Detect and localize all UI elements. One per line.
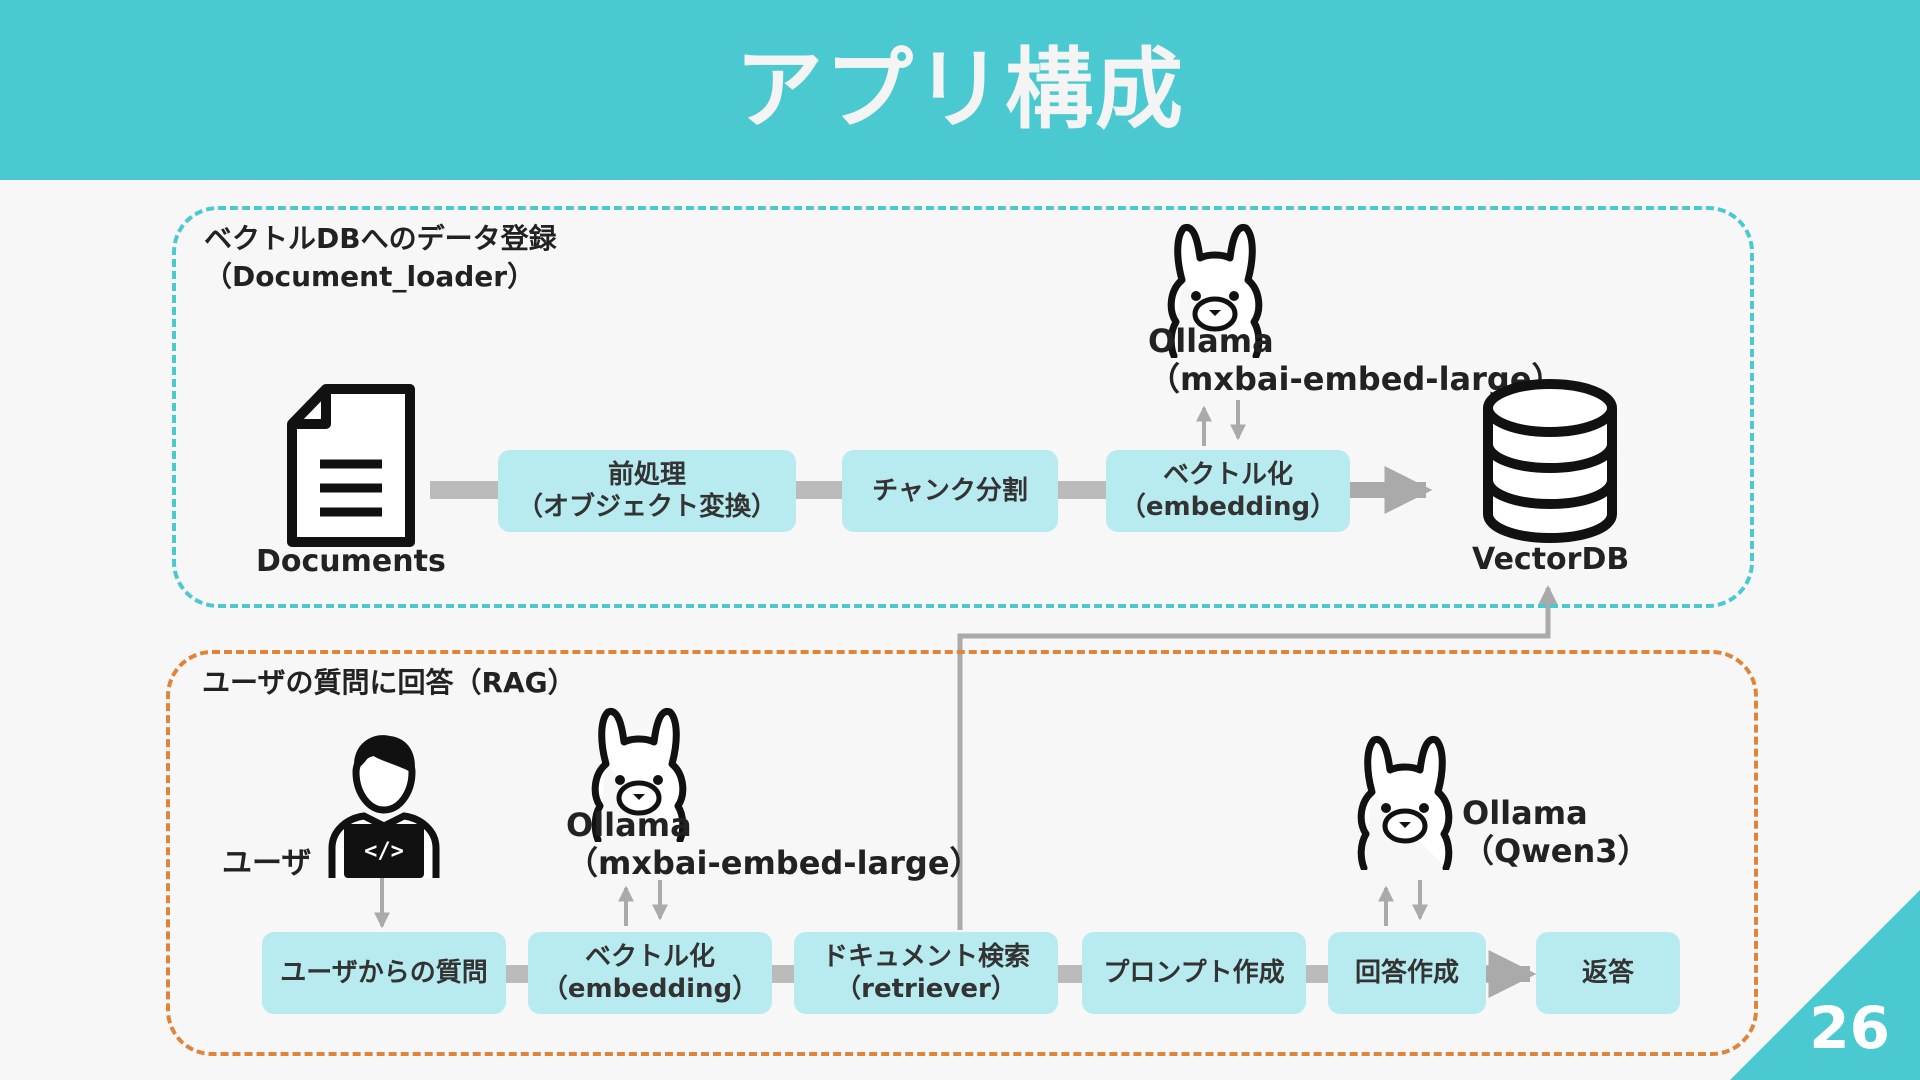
step-embedding: ベクトル化 （embedding） — [528, 932, 772, 1014]
section2-title: ユーザの質問に回答（RAG） — [202, 666, 576, 699]
section-rag-answer — [166, 650, 1758, 1056]
step-vectorize: ベクトル化 （embedding） — [1106, 450, 1350, 532]
llama-icon — [1160, 222, 1270, 358]
svg-text:</>: </> — [364, 839, 404, 864]
page-corner-triangle — [1730, 890, 1920, 1080]
llama-icon — [584, 706, 694, 842]
user-label: ユーザ — [222, 846, 312, 881]
step-prompt-creation: プロンプト作成 — [1082, 932, 1306, 1014]
ollama-embed-label-2: Ollama （mxbai-embed-large） — [566, 806, 982, 882]
ollama-qwen-label: Ollama （Qwen3） — [1462, 794, 1650, 870]
document-icon — [286, 384, 416, 548]
vectordb-label: VectorDB — [1472, 542, 1630, 577]
ollama-embed-label-1: Ollama （mxbai-embed-large） — [1148, 322, 1564, 398]
step-answer-generation: 回答作成 — [1328, 932, 1486, 1014]
llama-icon — [1350, 734, 1460, 870]
slide-title: アプリ構成 — [734, 38, 1185, 141]
page-number: 26 — [1809, 994, 1890, 1062]
section-vector-db-registration — [172, 206, 1754, 608]
step-preprocess: 前処理 （オブジェクト変換） — [498, 450, 796, 532]
header-bar — [0, 0, 1920, 180]
step-user-question: ユーザからの質問 — [262, 932, 506, 1014]
documents-label: Documents — [256, 544, 446, 579]
section1-title: ベクトルDBへのデータ登録 （Document_loader） — [204, 222, 557, 293]
user-with-laptop-icon: </> — [326, 730, 442, 878]
step-reply: 返答 — [1536, 932, 1680, 1014]
step-chunk-split: チャンク分割 — [842, 450, 1058, 532]
step-document-search: ドキュメント検索 （retriever） — [794, 932, 1058, 1014]
database-icon — [1482, 378, 1618, 544]
